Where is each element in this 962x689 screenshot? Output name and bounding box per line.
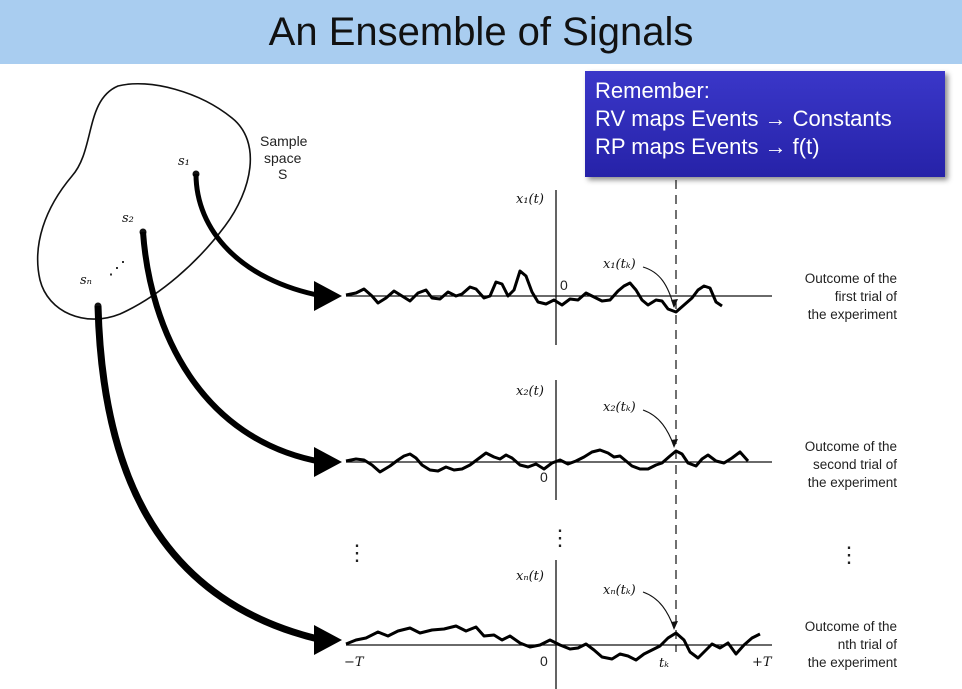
signal-2-point-label: x₂(tₖ) — [603, 400, 636, 415]
mapping-arrow-n — [94, 305, 323, 644]
vdots-left: ⋮ — [346, 540, 368, 565]
sample-dots: ⋰ — [108, 258, 126, 278]
signal-2-desc-1: Outcome of the — [805, 439, 897, 454]
signal-1-desc-1: Outcome of the — [805, 271, 897, 286]
signal-2-desc-3: the experiment — [808, 475, 898, 490]
arrow-head-2 — [314, 447, 342, 477]
signal-n-point-label: xₙ(tₖ) — [603, 583, 636, 598]
signal-n-desc-3: the experiment — [808, 655, 898, 670]
sample-space-label-2: space — [264, 150, 302, 166]
signal-1-point-label: x₁(tₖ) — [603, 257, 636, 272]
signal-1-axis-label: x₁(t) — [516, 192, 544, 207]
mapping-arrow-2 — [140, 231, 323, 465]
signal-2-desc-2: second trial of — [813, 457, 897, 472]
tick-neg-T: −T — [344, 655, 365, 670]
signal-1-desc-3: the experiment — [808, 307, 898, 322]
pointer-head-n — [671, 621, 678, 630]
signal-2-axis-label: x₂(t) — [516, 384, 544, 399]
slide-title: An Ensemble of Signals — [268, 9, 694, 54]
title-bar: An Ensemble of Signals — [0, 0, 962, 64]
point-label-s1: s₁ — [178, 154, 190, 169]
sample-space-label-1: Sample — [260, 133, 308, 149]
pointer-head-1 — [671, 299, 678, 308]
signal-1-zero: 0 — [560, 277, 568, 293]
sample-space-boundary — [36, 82, 252, 320]
mapping-arrow-1 — [193, 173, 323, 299]
pointer-head-2 — [671, 439, 678, 448]
remember-rp-line: RP maps Events → f(t) — [595, 134, 820, 159]
signal-2-waveform — [345, 448, 750, 474]
arrow-head-n — [314, 625, 342, 655]
pointer-line-2 — [642, 409, 675, 447]
signal-2-zero: 0 — [540, 469, 548, 485]
signal-n-axis-label: xₙ(t) — [516, 569, 544, 584]
tick-tk: tₖ — [659, 656, 669, 671]
remember-heading: Remember: — [595, 78, 710, 103]
signal-n-desc-2: nth trial of — [838, 637, 898, 652]
signal-n-desc-1: Outcome of the — [805, 619, 897, 634]
arrow-head-1 — [314, 281, 342, 311]
pointer-line-n — [642, 591, 675, 629]
point-label-sn: sₙ — [80, 273, 92, 288]
point-label-s2: s₂ — [122, 211, 134, 226]
remember-callout: Remember: RV maps Events → Constants RP … — [585, 71, 945, 177]
remember-rv-line: RV maps Events → Constants — [595, 106, 892, 131]
vdots-center: ⋮ — [549, 525, 571, 550]
signal-n-zero: 0 — [540, 653, 548, 669]
tick-pos-T: +T — [752, 655, 773, 670]
signal-n-waveform — [345, 624, 761, 662]
signal-1-waveform — [345, 269, 723, 314]
vdots-right: ⋮ — [838, 542, 860, 567]
signal-1-desc-2: first trial of — [835, 289, 898, 304]
sample-space-letter: S — [278, 166, 287, 182]
